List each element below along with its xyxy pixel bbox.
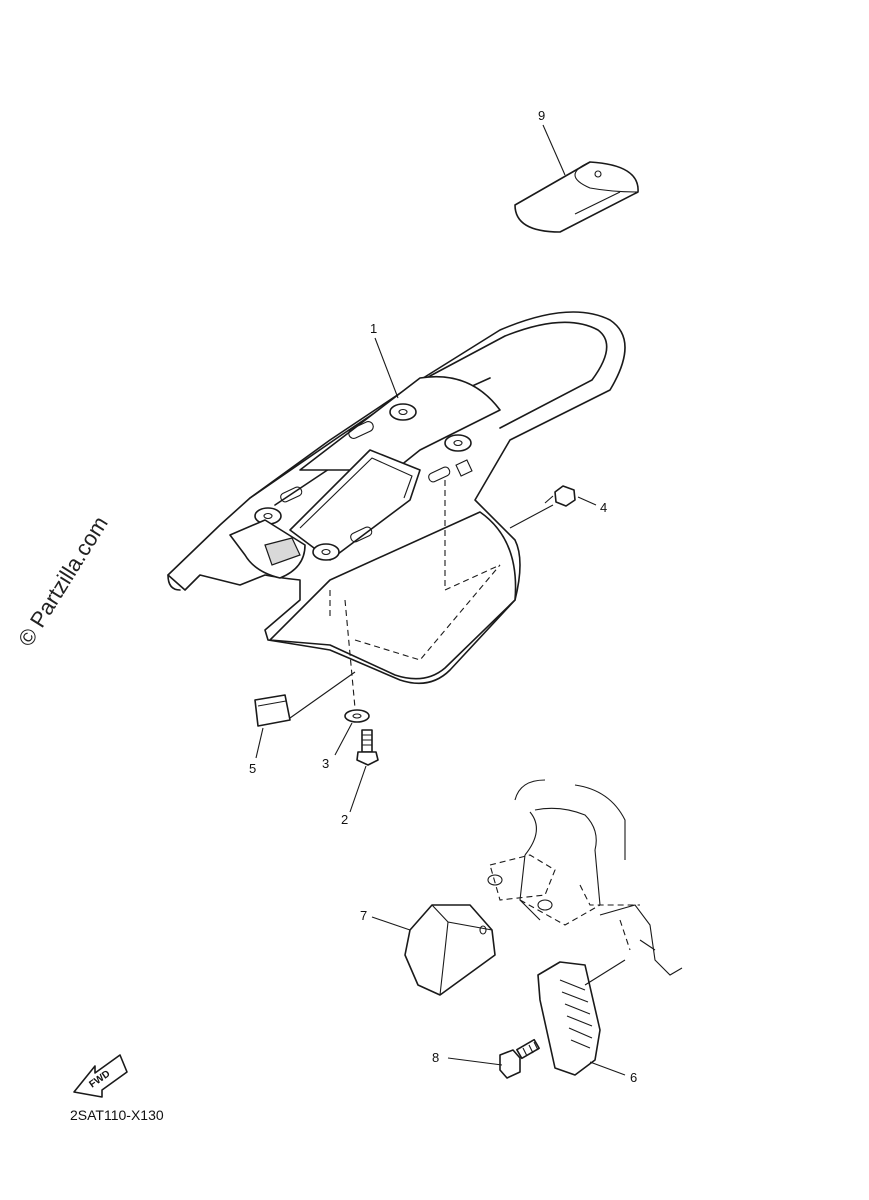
part-1-rear-fender bbox=[167, 311, 626, 685]
part-9-pad bbox=[514, 161, 639, 233]
grommet-a bbox=[389, 403, 417, 421]
part-4-screw bbox=[544, 485, 576, 507]
callout-4: 4 bbox=[600, 500, 607, 515]
part-3-washer bbox=[344, 709, 370, 723]
leader-3 bbox=[334, 722, 353, 756]
grommet-d bbox=[312, 543, 340, 561]
part-6-plate bbox=[537, 961, 601, 1076]
callout-5: 5 bbox=[249, 761, 256, 776]
callout-8: 8 bbox=[432, 1050, 439, 1065]
part-2-bolt bbox=[356, 729, 379, 766]
callout-2: 2 bbox=[341, 812, 348, 827]
fwd-arrow-icon: FWD bbox=[73, 1054, 128, 1098]
callout-3: 3 bbox=[322, 756, 329, 771]
diagram-code: 2SAT110-X130 bbox=[70, 1107, 164, 1123]
leader-4 bbox=[577, 496, 597, 506]
leader-5 bbox=[255, 727, 264, 759]
callout-7: 7 bbox=[360, 908, 367, 923]
callout-6: 6 bbox=[630, 1070, 637, 1085]
leader-2 bbox=[349, 765, 367, 813]
leader-1 bbox=[374, 337, 399, 399]
part-7-guard bbox=[404, 904, 496, 996]
frame-reference bbox=[487, 779, 683, 976]
leader-8 bbox=[447, 1057, 503, 1066]
leader-7 bbox=[371, 916, 411, 931]
watermark: © Partzilla.com bbox=[13, 512, 113, 651]
part-8-bolt bbox=[499, 1038, 540, 1079]
part-5-reflector bbox=[254, 694, 291, 727]
grommet-b bbox=[444, 434, 472, 452]
callout-1: 1 bbox=[370, 321, 377, 336]
leader-6 bbox=[589, 1061, 626, 1076]
callout-9: 9 bbox=[538, 108, 545, 123]
leader-9 bbox=[542, 124, 566, 176]
